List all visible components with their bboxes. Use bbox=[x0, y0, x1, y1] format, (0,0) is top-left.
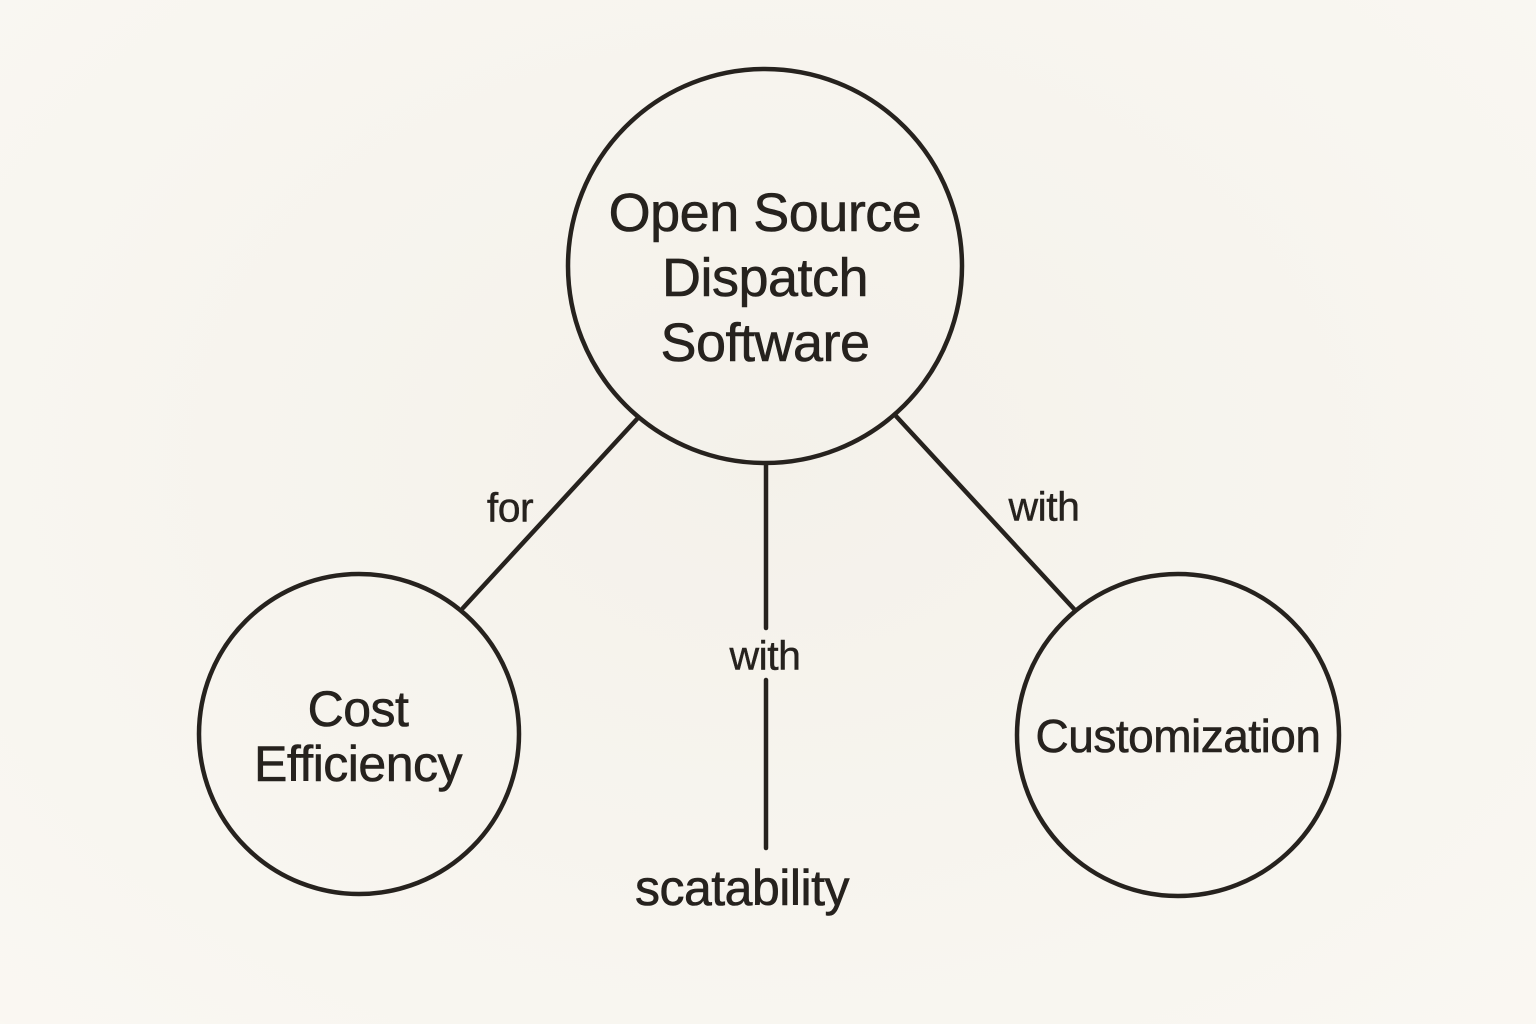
scatability-node-label: scatability bbox=[634, 860, 850, 917]
edge-for-line bbox=[460, 416, 640, 611]
edge-label-with-right: with bbox=[1008, 483, 1080, 530]
edge-label-with-center: with bbox=[729, 632, 801, 679]
edge-with-right-line bbox=[892, 412, 1077, 612]
customization-node-label: Customization bbox=[1035, 710, 1321, 763]
root-node-circle bbox=[565, 66, 965, 466]
cost-efficiency-node-label: Cost Efficiency bbox=[253, 681, 463, 792]
cost-efficiency-node-circle bbox=[196, 571, 522, 897]
root-node-label: Open Source Dispatch Software bbox=[608, 182, 922, 373]
edge-label-for: for bbox=[486, 484, 534, 531]
customization-node-circle bbox=[1014, 571, 1342, 899]
